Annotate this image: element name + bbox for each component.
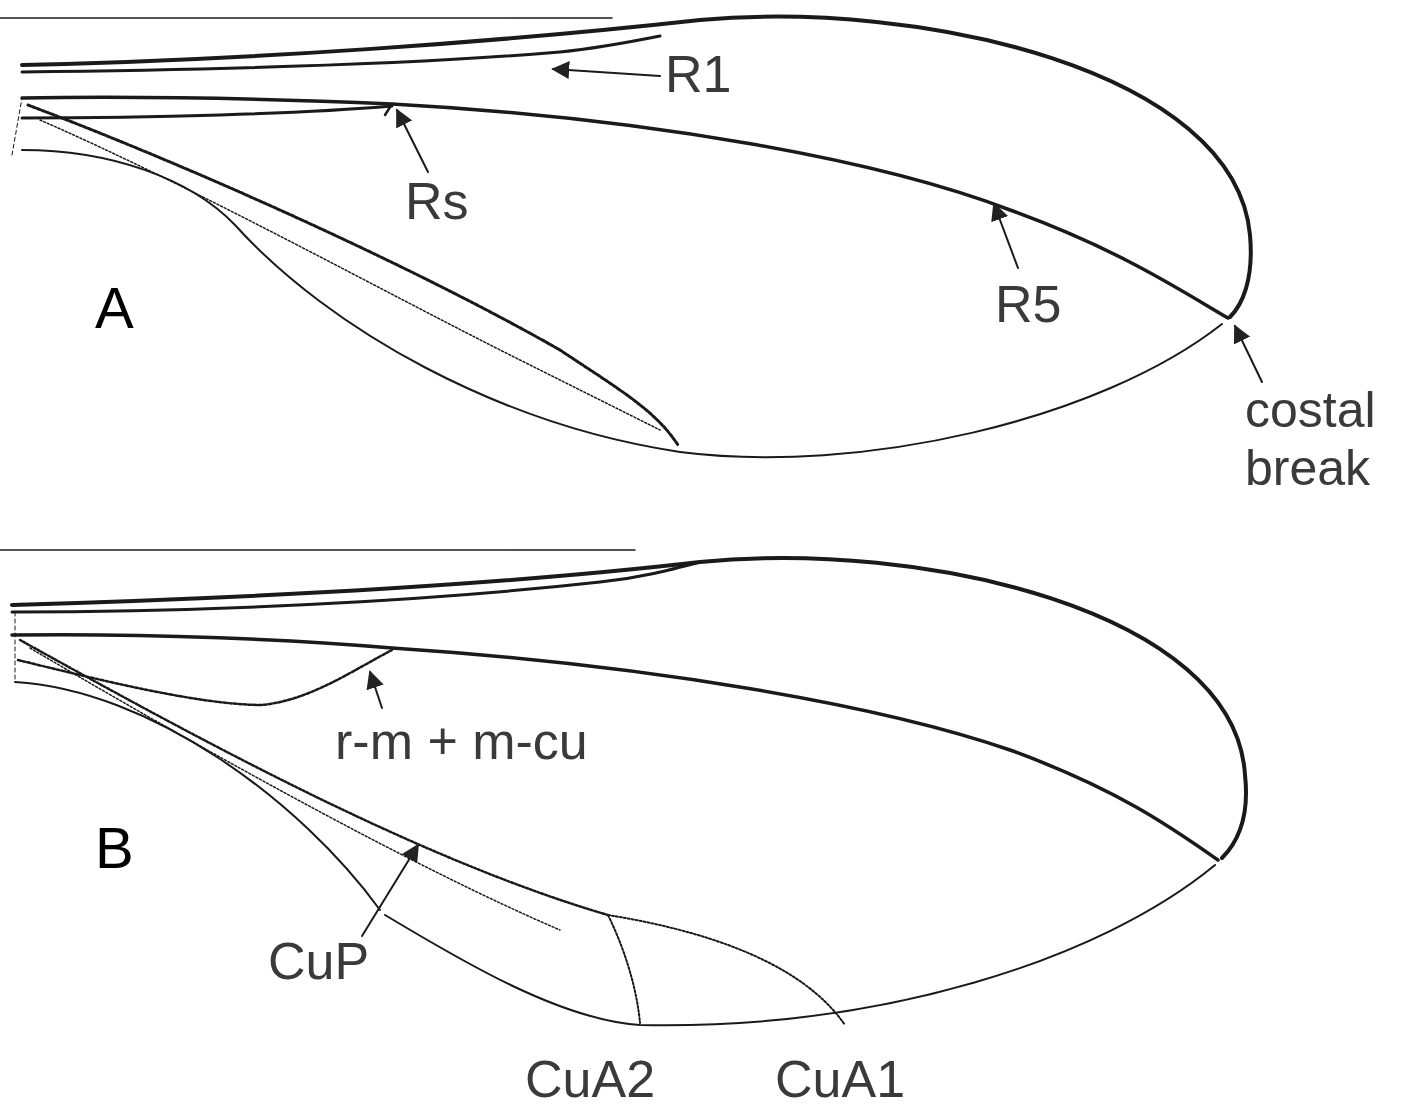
vein-label: Rs (405, 172, 469, 232)
panel-letter: B (95, 815, 134, 882)
leader-arrow (397, 110, 428, 172)
leader-arrow (370, 672, 382, 708)
vein-label: r-m + m-cu (335, 712, 588, 772)
leader-arrow (1235, 326, 1262, 382)
feature-label: costal break (1245, 382, 1410, 497)
panel-letter: A (95, 275, 134, 342)
leader-arrow (362, 845, 418, 936)
scale-bar (0, 549, 635, 551)
vein-label: R5 (995, 275, 1061, 335)
vein-label: CuP (268, 932, 369, 992)
vein-label: R1 (665, 45, 731, 105)
scale-bar (0, 17, 612, 19)
vein-label: CuA1 (775, 1050, 905, 1110)
leader-arrow (994, 204, 1018, 268)
wing-a (12, 17, 1251, 458)
wing-b (12, 558, 1246, 1025)
leader-arrow (553, 69, 660, 76)
vein-label: CuA2 (525, 1050, 655, 1110)
